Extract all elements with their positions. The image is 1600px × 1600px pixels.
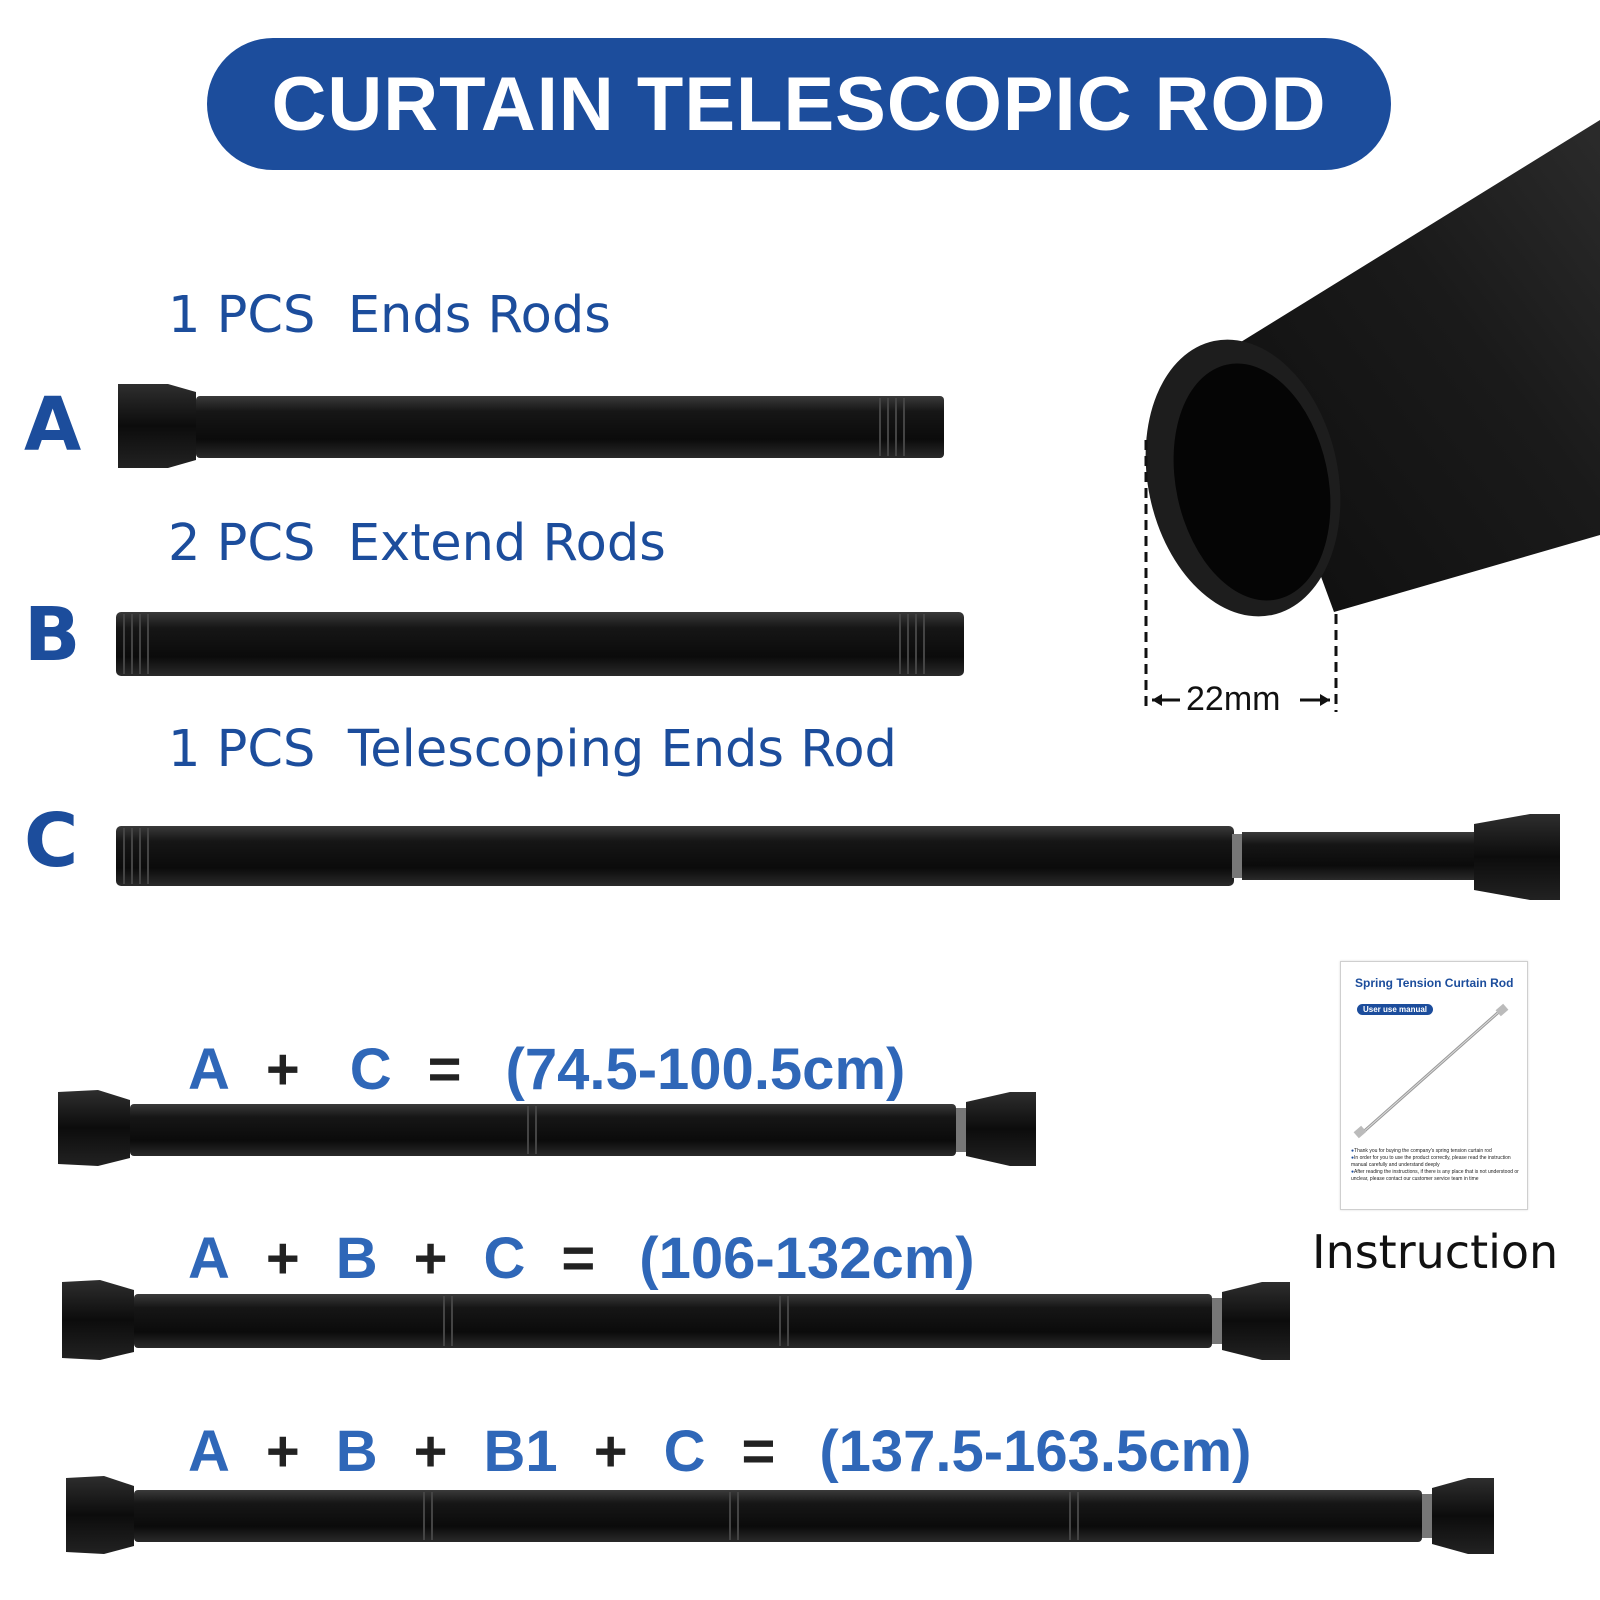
formula-3-token: B1 <box>483 1419 558 1484</box>
formula-2-token: = <box>561 1226 596 1291</box>
formula-2-token: + <box>413 1226 448 1291</box>
formula-3-token: B <box>335 1419 378 1484</box>
rod-combo-3 <box>66 1476 1494 1554</box>
rod-b <box>116 612 964 676</box>
part-b-letter: B <box>24 592 81 678</box>
formula-3-token: + <box>265 1419 300 1484</box>
rod-c <box>116 814 1560 900</box>
formula-3-token: = <box>741 1419 776 1484</box>
instruction-manual-thumbnail: Spring Tension Curtain Rod User use manu… <box>1340 961 1528 1210</box>
instruction-caption: Instruction <box>1312 1225 1559 1279</box>
formula-3-token: A <box>188 1419 230 1484</box>
formula-3: A + B + B1 + C = (137.5-163.5cm) <box>188 1418 1251 1485</box>
formula-1: A + C = (74.5-100.5cm) <box>188 1036 905 1103</box>
formula-2-token: C <box>483 1226 526 1291</box>
formula-1-token: + <box>265 1037 300 1102</box>
formula-2-token: B <box>335 1226 378 1291</box>
manual-badge: User use manual <box>1357 1004 1434 1015</box>
part-a-letter: A <box>24 382 82 468</box>
formula-1-range: (74.5-100.5cm) <box>505 1037 906 1102</box>
rod-a <box>118 384 944 468</box>
manual-note: Thank you for buying the company's sprin… <box>1351 1148 1519 1155</box>
formula-2: A + B + C = (106-132cm) <box>188 1225 975 1292</box>
page-title: CURTAIN TELESCOPIC ROD <box>271 61 1327 147</box>
rod-combo-2 <box>62 1280 1290 1360</box>
formula-3-range: (137.5-163.5cm) <box>819 1419 1252 1484</box>
formula-1-token: C <box>349 1037 392 1102</box>
formula-3-token: C <box>663 1419 706 1484</box>
pipe-cross-section <box>1144 120 1600 712</box>
formula-3-token: + <box>413 1419 448 1484</box>
manual-title: Spring Tension Curtain Rod <box>1355 976 1514 990</box>
title-banner: CURTAIN TELESCOPIC ROD <box>207 38 1391 170</box>
formula-1-token: = <box>427 1037 462 1102</box>
formula-1-token: A <box>188 1037 230 1102</box>
part-c-label: 1 PCS Telescoping Ends Rod <box>168 720 897 779</box>
formula-2-token: + <box>265 1226 300 1291</box>
diameter-label: 22mm <box>1186 680 1281 718</box>
rod-combo-1 <box>58 1090 1036 1166</box>
manual-rod-drawing <box>1353 1003 1509 1139</box>
manual-note: After reading the instructions, if there… <box>1351 1169 1519 1183</box>
formula-3-token: + <box>593 1419 628 1484</box>
part-c-letter: C <box>24 798 79 884</box>
manual-note: In order for you to use the product corr… <box>1351 1155 1519 1169</box>
manual-notes: Thank you for buying the company's sprin… <box>1351 1148 1519 1183</box>
formula-2-token: A <box>188 1226 230 1291</box>
part-a-label: 1 PCS Ends Rods <box>168 286 611 345</box>
part-b-label: 2 PCS Extend Rods <box>168 514 666 573</box>
formula-2-range: (106-132cm) <box>639 1226 975 1291</box>
